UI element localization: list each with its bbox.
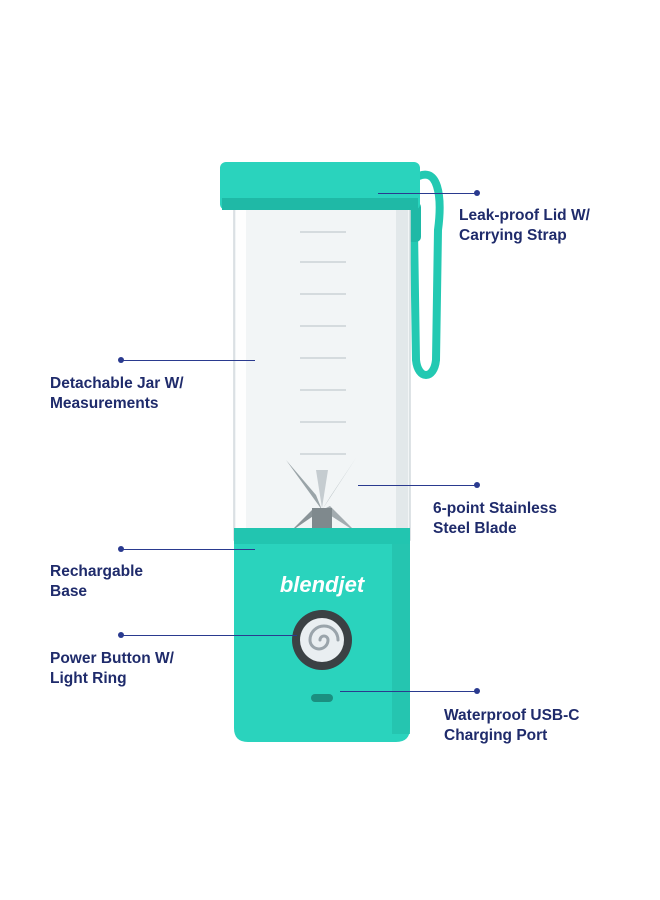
leader-line-port (340, 691, 478, 692)
measurement-marks (300, 231, 346, 455)
label-lid: Leak-proof Lid W/ Carrying Strap (459, 207, 590, 244)
base-shade-right (392, 544, 410, 734)
leader-line-base (121, 549, 255, 550)
leader-line-blade (358, 485, 478, 486)
leader-dot-lid (474, 190, 480, 196)
label-jar: Detachable Jar W/ Measurements (50, 375, 184, 412)
usb-c-port (311, 694, 333, 702)
base-top-edge (234, 528, 410, 544)
label-port: Waterproof USB-C Charging Port (444, 707, 580, 744)
label-power: Power Button W/ Light Ring (50, 650, 174, 687)
leader-line-jar (121, 360, 255, 361)
label-base: Rechargable Base (50, 563, 144, 600)
jar-shade-right (396, 210, 408, 535)
label-blade: 6-point Stainless Steel Blade (433, 500, 558, 537)
swirl-icon (308, 624, 340, 651)
brand-logo: blendjet (279, 572, 365, 597)
leader-dot-port (474, 688, 480, 694)
blade-assembly (286, 458, 356, 532)
leader-line-lid (378, 193, 478, 194)
lid-rim (222, 198, 418, 210)
jar-highlight-left (236, 210, 246, 535)
leader-line-power (121, 635, 297, 636)
leader-dot-blade (474, 482, 480, 488)
carrying-strap (408, 170, 444, 379)
